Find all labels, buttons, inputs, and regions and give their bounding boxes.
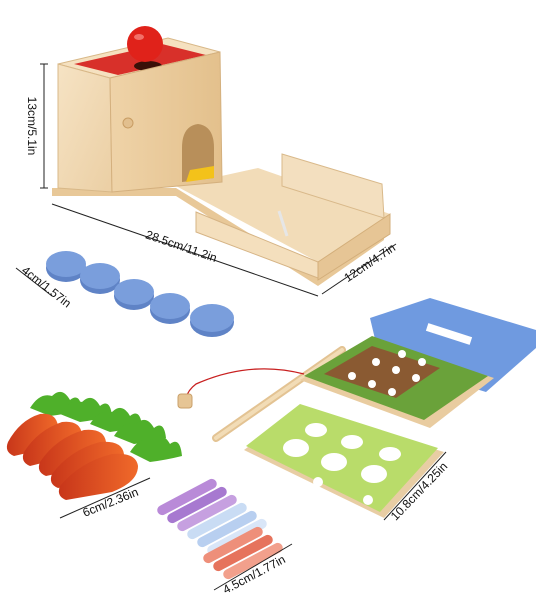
worm bbox=[167, 486, 227, 524]
hole bbox=[341, 435, 363, 449]
worm bbox=[177, 494, 237, 532]
disc bbox=[80, 263, 120, 294]
tray-pin bbox=[277, 210, 289, 237]
disc bbox=[114, 279, 154, 310]
carrot-dim-line bbox=[59, 477, 151, 519]
farm-soil bbox=[324, 346, 440, 398]
cube-front bbox=[57, 63, 113, 193]
board-dim-line bbox=[383, 451, 447, 521]
blue-discs bbox=[46, 251, 234, 337]
bunny bbox=[313, 477, 323, 487]
tray-side-wall bbox=[317, 213, 391, 281]
width-dim-line bbox=[321, 243, 397, 295]
worm bbox=[157, 478, 217, 516]
hole bbox=[321, 453, 347, 471]
fishing-line bbox=[185, 368, 305, 399]
yellow-ramp bbox=[186, 166, 214, 182]
hole bbox=[379, 447, 401, 461]
hole bbox=[283, 439, 309, 457]
box-height-label: 13cm/5.1in bbox=[25, 97, 39, 156]
disc bbox=[190, 304, 234, 337]
permanence-box bbox=[52, 26, 391, 286]
board-stack bbox=[244, 298, 536, 518]
disc bbox=[150, 293, 190, 324]
drawer-knob bbox=[122, 117, 134, 129]
magnet-hook bbox=[177, 393, 193, 409]
red-ball bbox=[127, 26, 163, 62]
worm bbox=[187, 502, 247, 540]
hole bbox=[305, 423, 327, 437]
carrots bbox=[6, 391, 182, 500]
blue-board-slot bbox=[425, 323, 473, 345]
ball-highlight bbox=[134, 34, 144, 40]
tray-floor bbox=[176, 168, 390, 262]
fishing-rod bbox=[177, 346, 346, 442]
worm bbox=[223, 542, 283, 580]
worm bbox=[203, 526, 263, 564]
worm bbox=[213, 534, 273, 572]
worms bbox=[157, 478, 283, 580]
bunny bbox=[363, 495, 373, 505]
hole bbox=[361, 465, 387, 483]
carrot bbox=[58, 435, 182, 500]
worm bbox=[197, 510, 257, 548]
disc bbox=[46, 251, 86, 282]
length-dim-line bbox=[51, 203, 319, 297]
disc-dim-line bbox=[15, 267, 53, 297]
worm-dim-line bbox=[213, 543, 293, 591]
